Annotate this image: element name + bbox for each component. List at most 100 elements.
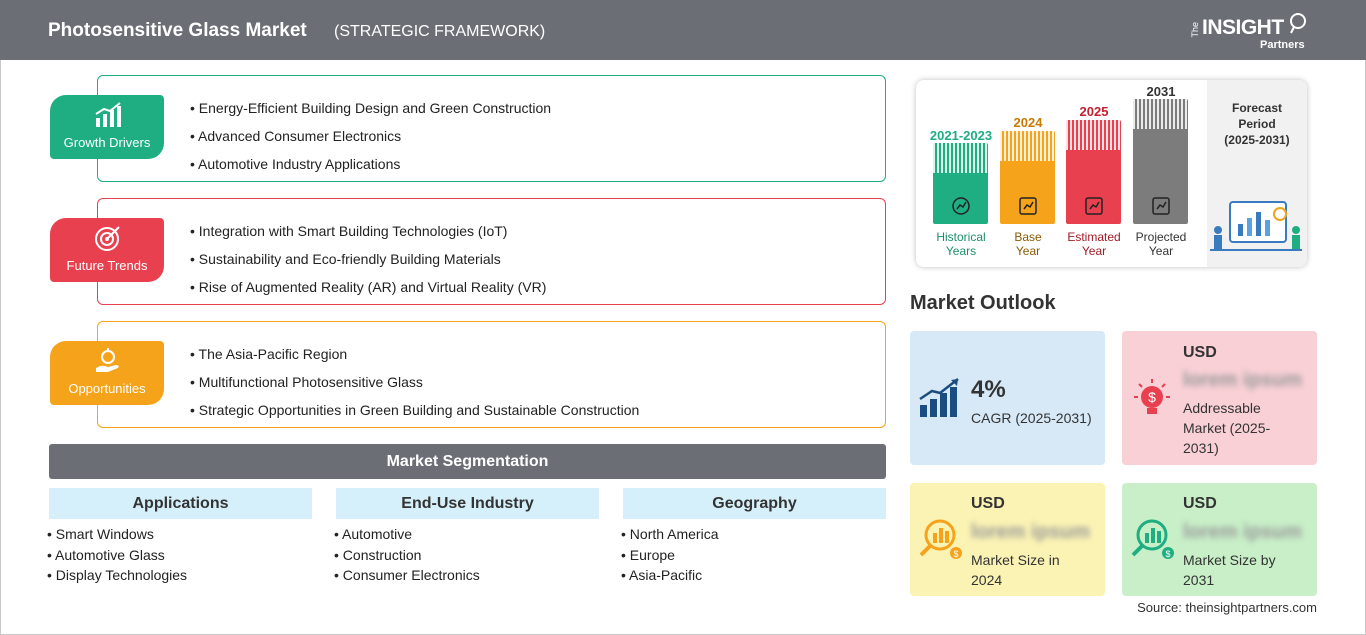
opportunities-box: The Asia-Pacific Region Multifunctional … [97,321,886,428]
dollar-bulb-icon: $ [1134,379,1170,414]
list-item: The Asia-Pacific Region [190,340,639,368]
size-2031-label: Market Size by 2031 [1183,552,1276,588]
logo-partners: Partners [1260,39,1305,51]
timeline-year-3: 2025 [1079,104,1109,119]
estimate-chart-icon [1085,197,1103,215]
timeline-bar-4 [1133,99,1188,224]
list-item: Advanced Consumer Electronics [190,122,551,150]
header-bar: Photosensitive Glass Market (STRATEGIC F… [0,0,1366,60]
logo-the: The [1190,22,1200,38]
growth-chart-icon [95,102,121,127]
list-item: North America [621,524,719,545]
segment-heading-applications: Applications [49,488,312,519]
list-item: Rise of Augmented Reality (AR) and Virtu… [190,273,547,301]
segment-heading-geography: Geography [623,488,886,519]
list-item: Display Technologies [47,565,187,586]
segment-list-end-use: Automotive Construction Consumer Electro… [334,524,480,586]
segment-list-applications: Smart Windows Automotive Glass Display T… [47,524,187,586]
cagr-value: 4% [971,376,1006,403]
list-item: Automotive Glass [47,545,187,566]
segment-list-geography: North America Europe Asia-Pacific [621,524,719,586]
forecast-line-3: (2025-2031) [1224,133,1290,147]
money-magnifier-icon: $ [919,519,962,559]
growth-drivers-label: Growth Drivers [63,135,151,150]
timeline-label-line: Projected [1135,230,1187,244]
list-item: Smart Windows [47,524,187,545]
bar-hatch [1066,120,1121,150]
timeline-label-line: Historical [936,230,986,244]
opportunities-list: The Asia-Pacific Region Multifunctional … [190,340,640,424]
forecast-line-2: Period [1238,117,1276,131]
logo-insight: INSIGHT [1202,16,1284,39]
calendar-icon [1019,197,1037,215]
growth-bars-icon [919,378,959,417]
analyst-dashboard-icon [1210,201,1302,251]
insight-partners-logo[interactable]: The INSIGHT Partners [1190,12,1310,54]
growth-drivers-list: Energy-Efficient Building Design and Gre… [190,94,551,178]
size-2024-currency: USD [971,495,1005,512]
logo-pin-icon [1290,13,1306,34]
size-2031-currency: USD [1183,495,1217,512]
list-item: Sustainability and Eco-friendly Building… [190,245,546,273]
svg-text:$: $ [953,549,958,559]
cagr-label: CAGR (2025-2031) [971,410,1092,426]
page-title: Photosensitive Glass Market [48,20,307,41]
timeline-label-line: Estimated [1067,230,1121,244]
list-item: Integration with Smart Building Technolo… [190,217,546,245]
addressable-currency: USD [1183,344,1217,361]
money-magnifier-icon: $ [1131,519,1174,559]
timeline-label-line: Year [1081,244,1107,258]
timeline-label-line: Base [1014,230,1042,244]
svg-text:$: $ [1165,549,1170,559]
list-item: Automotive Industry Applications [190,150,551,178]
list-item: Construction [334,545,480,566]
size-2024-label: Market Size in 2024 [971,552,1060,588]
bar-hatch [1000,131,1055,161]
forecast-line-1: Forecast [1231,101,1283,115]
market-outlook-title: Market Outlook [910,292,1056,314]
timeline-bar-1 [933,143,988,224]
list-item: Energy-Efficient Building Design and Gre… [190,94,551,122]
bar-hatch [933,143,988,173]
list-item: Asia-Pacific [621,565,719,586]
timeline-label-line: Years [945,244,977,258]
history-icon [952,197,970,215]
lightbulb-hand-icon [96,348,119,372]
list-item: Multifunctional Photosensitive Glass [190,368,639,396]
list-item: Strategic Opportunities in Green Buildin… [190,396,639,424]
size-2031-value: lorem ipsum [1183,521,1302,543]
addressable-market-card: $ USD lorem ipsum Addressable Market (20… [1122,331,1317,465]
addressable-value: lorem ipsum [1183,369,1302,391]
timeline-year-4: 2031 [1146,84,1176,99]
segment-heading-end-use: End-Use Industry [336,488,599,519]
list-item: Consumer Electronics [334,565,480,586]
cagr-card: 4% CAGR (2025-2031) [910,331,1105,465]
market-size-2031-card: $ USD lorem ipsum Market Size by 2031 [1122,483,1317,596]
page-subtitle: (STRATEGIC FRAMEWORK) [334,23,546,40]
future-trends-badge: Future Trends [50,218,164,282]
timeline-year-1: 2021-2023 [929,128,993,143]
future-trends-label: Future Trends [66,258,148,273]
future-trends-box: Integration with Smart Building Technolo… [97,198,886,305]
market-segmentation-title: Market Segmentation [49,444,886,479]
svg-text:$: $ [1148,389,1156,405]
opportunities-label: Opportunities [68,381,146,396]
source-text[interactable]: Source: theinsightpartners.com [1137,600,1317,615]
projection-board-icon [1152,197,1170,215]
timeline-bar-2 [1000,131,1055,224]
growth-drivers-badge: Growth Drivers [50,95,164,159]
future-trends-list: Integration with Smart Building Technolo… [190,217,547,301]
size-2024-value: lorem ipsum [971,521,1090,543]
timeline-bar-3 [1066,120,1121,224]
opportunities-badge: Opportunities [50,341,164,405]
target-icon [95,226,120,251]
bar-hatch [1133,99,1188,129]
addressable-label: Addressable Market (2025-2031) [1183,400,1271,456]
timeline-label-line: Year [1148,244,1174,258]
timeline-label-line: Year [1015,244,1041,258]
market-size-2024-card: $ USD lorem ipsum Market Size in 2024 [910,483,1105,596]
